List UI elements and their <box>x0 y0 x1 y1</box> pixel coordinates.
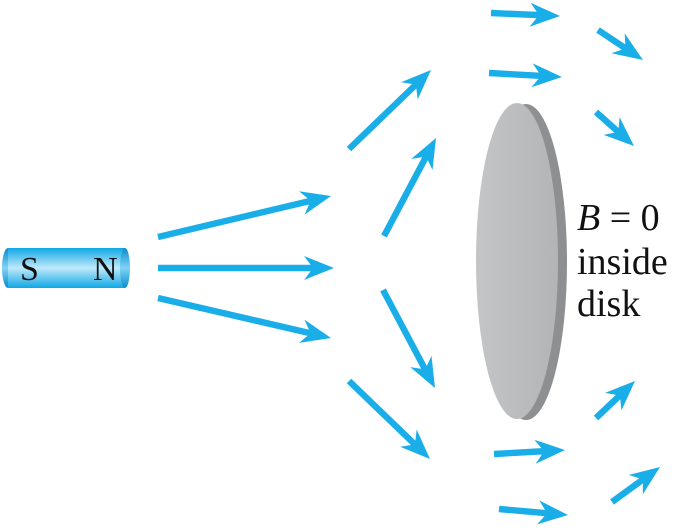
field-arrow-icon <box>593 381 635 421</box>
annotation-line-inside: inside <box>577 241 668 283</box>
magnet-end-cap-right <box>120 248 130 288</box>
field-equation: B = 0 <box>577 197 660 239</box>
magnet-north-label: N <box>93 251 118 288</box>
field-symbol: B <box>577 197 600 239</box>
field-arrow-icon <box>498 500 568 525</box>
field-arrow-icon <box>381 138 436 238</box>
field-arrow-icon <box>488 63 562 88</box>
disk-face <box>476 103 558 419</box>
field-arrow-icon <box>490 2 560 27</box>
magnet-body <box>8 248 125 288</box>
field-arrow-icon <box>158 256 334 280</box>
field-arrow-icon <box>493 439 565 464</box>
field-arrow-icon <box>157 294 331 343</box>
field-arrow-icon <box>593 109 634 146</box>
annotation-line-disk: disk <box>577 283 640 325</box>
field-arrow-icon <box>157 191 331 241</box>
field-arrow-icon <box>596 27 643 60</box>
disk-annotation: B = 0 inside disk <box>577 197 668 325</box>
magnet-south-label: S <box>20 251 39 288</box>
field-arrow-icon <box>346 378 430 459</box>
field-equation-rest: = 0 <box>600 197 659 239</box>
field-arrow-icon <box>610 467 660 505</box>
bar-magnet: S N <box>2 248 130 288</box>
field-arrow-icon <box>380 288 435 388</box>
field-arrows <box>157 2 660 525</box>
disk <box>476 103 567 420</box>
field-arrow-icon <box>346 70 431 152</box>
